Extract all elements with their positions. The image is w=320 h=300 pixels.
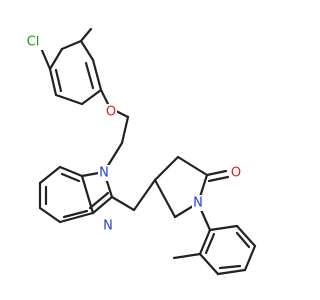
bond xyxy=(79,39,95,62)
bond xyxy=(60,172,81,183)
bond xyxy=(84,61,95,90)
lactam-nitrogen-label: N xyxy=(193,196,203,211)
bond xyxy=(120,115,130,145)
bond xyxy=(153,178,177,219)
bonds xyxy=(38,27,257,276)
bond xyxy=(243,244,257,272)
bond xyxy=(48,47,64,71)
bond xyxy=(176,155,209,177)
bond xyxy=(216,268,247,276)
bond xyxy=(218,264,242,270)
bond xyxy=(79,27,93,43)
atom-labels: Cl O N N O N xyxy=(24,34,243,234)
bond xyxy=(198,252,220,276)
bond xyxy=(38,165,62,185)
bond xyxy=(110,195,136,212)
bond xyxy=(91,58,103,92)
bond xyxy=(198,228,212,256)
imidazole-n3-atom: N xyxy=(102,218,115,234)
bond xyxy=(204,232,216,255)
bond xyxy=(48,67,58,97)
carbonyl-oxygen-atom: O xyxy=(230,165,243,181)
chlorine-atom: Cl xyxy=(24,34,48,50)
bond xyxy=(235,231,251,249)
ether-oxygen-label: O xyxy=(106,105,116,120)
imidazole-n3-label: N xyxy=(103,219,113,234)
chlorine-label: Cl xyxy=(27,35,40,50)
bond xyxy=(88,191,110,210)
bond xyxy=(80,88,103,106)
bond xyxy=(58,211,95,224)
carbonyl-oxygen-label: O xyxy=(231,166,241,181)
bond xyxy=(207,175,230,183)
bond xyxy=(235,224,257,248)
imidazole-n1-label: N xyxy=(99,166,109,181)
bond xyxy=(91,195,114,215)
bond xyxy=(54,93,84,106)
structure-canvas: Cl O N N O N xyxy=(24,27,257,276)
bond xyxy=(205,169,228,177)
imidazole-n1-atom: N xyxy=(98,165,111,181)
bond xyxy=(62,209,89,219)
bond xyxy=(208,224,239,232)
bond xyxy=(58,165,84,178)
lactam-nitrogen-atom: N xyxy=(192,195,205,211)
bond xyxy=(38,206,62,224)
bond xyxy=(39,46,52,71)
bond xyxy=(54,68,63,93)
bond xyxy=(172,252,202,260)
bond xyxy=(132,178,157,212)
ether-oxygen-atom: O xyxy=(104,104,117,120)
bond xyxy=(153,155,180,182)
bond xyxy=(60,39,83,51)
